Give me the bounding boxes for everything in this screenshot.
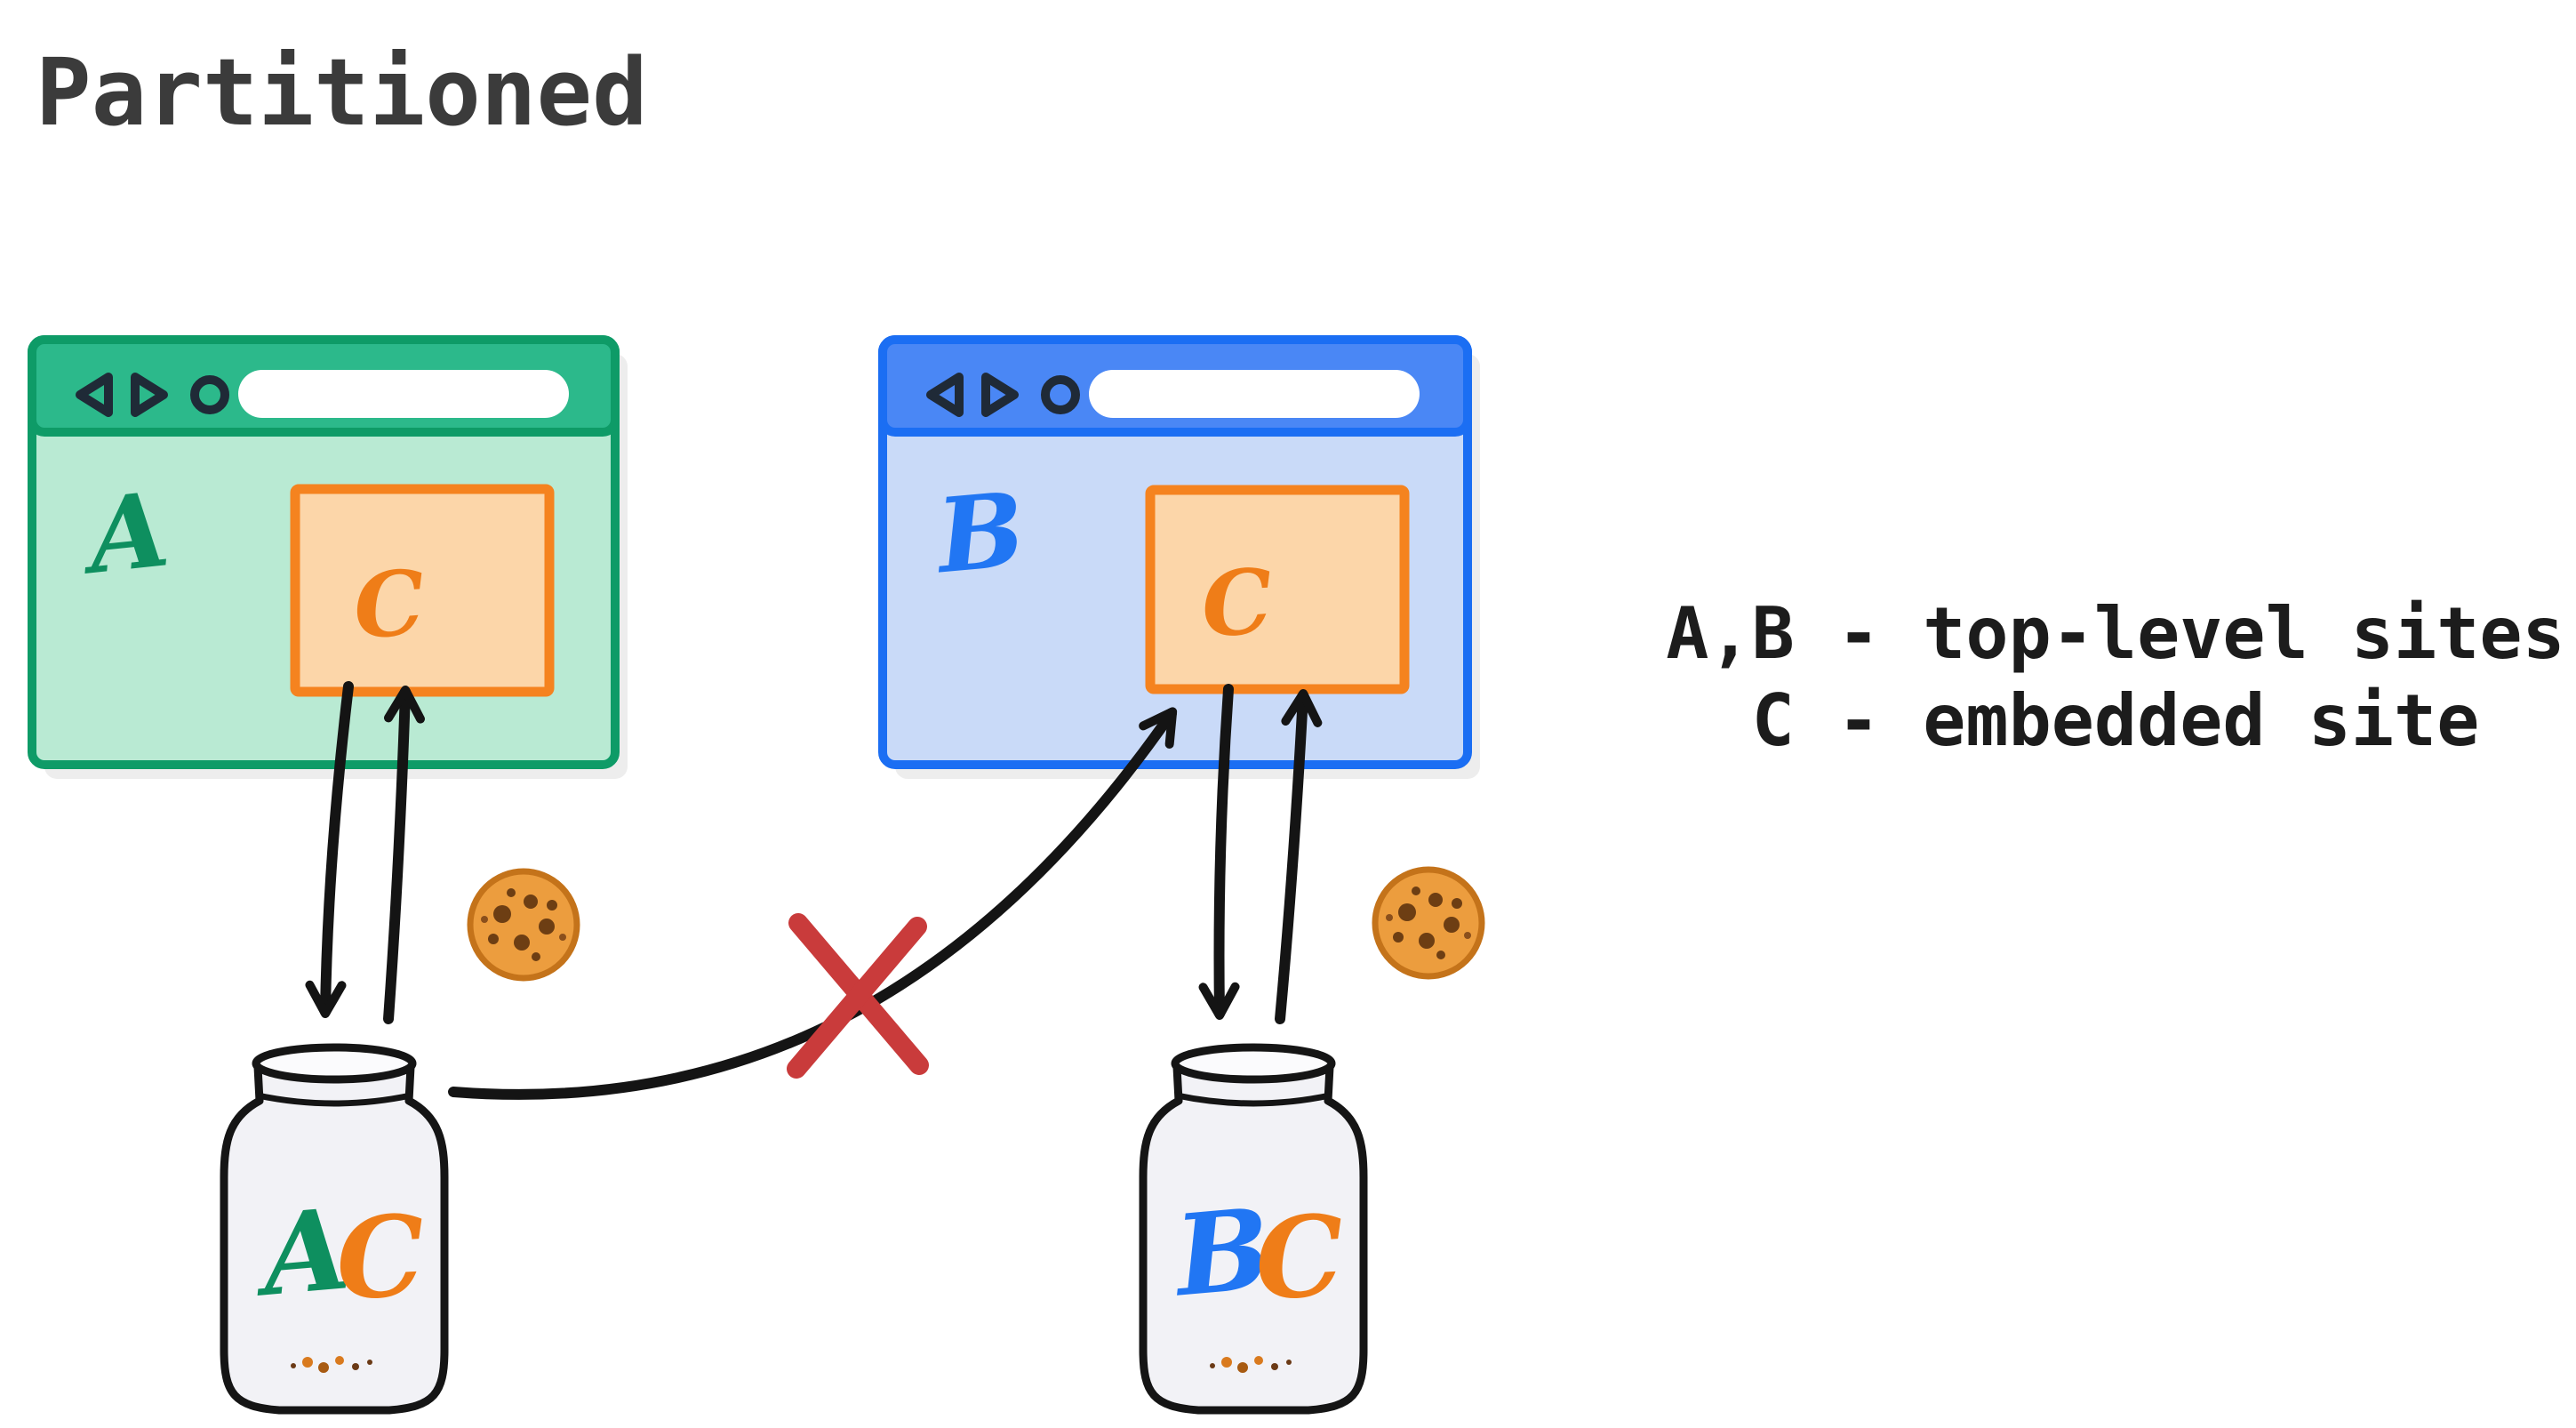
address-bar: [1089, 370, 1420, 418]
page-title: Partitioned: [36, 38, 648, 147]
iframe-c-label-b: C: [1198, 549, 1276, 658]
cookie-jar-bc: B C: [1143, 1047, 1364, 1410]
jar-bc-letter-c: C: [1252, 1191, 1347, 1325]
site-b-label: B: [930, 469, 1029, 597]
arrow-b-iframe-to-jar: [1198, 684, 1240, 1020]
cookie-icon: [470, 871, 577, 978]
blocked-x-icon: [787, 913, 929, 1079]
jar-bc-letter-b: B: [1168, 1184, 1276, 1322]
iframe-c-frame-b: [1145, 485, 1410, 694]
blocked-x-stroke-2: [787, 917, 927, 1079]
back-icon: [76, 373, 113, 417]
cookie-icon: [1375, 870, 1482, 976]
browser-window-a: A C: [28, 335, 628, 779]
arrow-a-jar-to-iframe: [383, 686, 425, 1024]
arrow-b-jar-to-iframe: [1275, 689, 1323, 1024]
reload-icon: [1041, 375, 1080, 414]
jar-ac-letter-a: A: [248, 1184, 354, 1322]
address-bar: [238, 370, 569, 418]
arrow-a-iframe-to-jar: [305, 681, 354, 1018]
forward-icon: [131, 373, 168, 417]
cookie-jar-ac: A C: [224, 1047, 444, 1410]
iframe-c-label-a: C: [350, 550, 428, 659]
back-icon: [926, 373, 964, 417]
browser-window-b: B C: [878, 335, 1480, 779]
forward-icon: [981, 373, 1019, 417]
legend-line-2: C - embedded site: [1752, 679, 2480, 762]
legend: A,B - top-level sites C - embedded site: [1666, 592, 2564, 762]
reload-icon: [190, 375, 229, 414]
legend-line-1: A,B - top-level sites: [1666, 592, 2564, 675]
jar-ac-letter-c: C: [332, 1191, 428, 1325]
